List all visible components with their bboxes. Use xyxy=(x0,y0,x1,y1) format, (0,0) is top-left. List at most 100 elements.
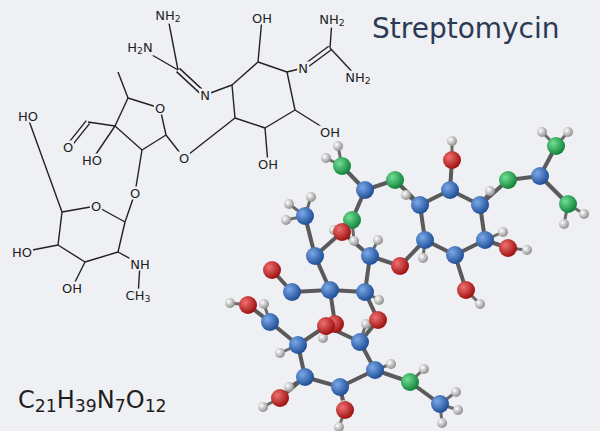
hydrogen-atom xyxy=(498,227,508,237)
carbon-atom xyxy=(283,283,301,301)
carbon-atom xyxy=(296,207,314,225)
oxygen-atom xyxy=(317,317,335,335)
nitrogen-atom xyxy=(333,157,351,175)
bond-line xyxy=(45,165,62,212)
carbon-atom xyxy=(296,368,314,386)
bond-line xyxy=(287,72,295,110)
bond-line xyxy=(258,62,287,72)
molecular-formula: C21H39N7O12 xyxy=(18,386,167,417)
atom-label: O xyxy=(154,102,166,115)
bond-line xyxy=(118,222,125,252)
hydrogen-atom xyxy=(475,299,485,309)
oxygen-atom xyxy=(369,311,387,329)
carbon-atom xyxy=(446,246,464,264)
bond-line xyxy=(232,62,258,85)
hydrogen-atom xyxy=(284,199,294,209)
bond-line xyxy=(258,18,262,62)
hydrogen-atom xyxy=(334,422,344,431)
atom-label: N xyxy=(297,62,309,75)
bond-line xyxy=(115,98,128,126)
oxygen-atom xyxy=(336,401,354,419)
bond-line xyxy=(265,110,295,128)
hydrogen-atom xyxy=(386,359,396,369)
carbon-atom xyxy=(321,281,339,299)
hydrogen-atom xyxy=(559,219,569,229)
nitrogen-atom xyxy=(559,195,577,213)
oxygen-atom xyxy=(263,261,281,279)
carbon-atom xyxy=(289,336,307,354)
atom-label: OH xyxy=(61,282,83,295)
carbon-atom xyxy=(476,231,494,249)
atom-label: HO xyxy=(17,110,39,123)
atom-label: O xyxy=(90,200,102,213)
bond-line xyxy=(232,85,235,118)
atom-label: OH xyxy=(319,126,341,139)
atom-label: NH2 xyxy=(344,71,371,86)
atom-label: H2N xyxy=(126,41,153,56)
title: Streptomycin xyxy=(372,12,560,45)
atom-label: OH xyxy=(257,158,279,171)
hydrogen-atom xyxy=(537,127,547,137)
hydrogen-atom xyxy=(333,141,343,151)
nitrogen-atom xyxy=(401,373,419,391)
atom-label: NH2 xyxy=(154,9,181,24)
atom-label: CH3 xyxy=(125,289,152,304)
hydrogen-atom xyxy=(451,387,461,397)
atom-label: NH xyxy=(129,258,151,271)
hydrogen-atom xyxy=(258,402,268,412)
hydrogen-atom xyxy=(453,405,463,415)
atom-label: O xyxy=(178,152,190,165)
hydrogen-atom xyxy=(419,364,429,374)
hydrogen-atom xyxy=(259,299,269,309)
hydrogen-atom xyxy=(579,209,589,219)
hydrogen-atom xyxy=(563,127,573,137)
hydrogen-atom xyxy=(437,418,447,428)
oxygen-atom xyxy=(443,151,461,169)
atom-label: NH2 xyxy=(318,13,345,28)
carbon-atom xyxy=(531,167,549,185)
hydrogen-atom xyxy=(401,190,411,200)
atom-label: HO xyxy=(81,154,103,167)
bond-line xyxy=(168,18,178,70)
carbon-atom xyxy=(431,395,449,413)
carbon-atom xyxy=(361,247,379,265)
carbon-atom xyxy=(356,283,374,301)
carbon-atom xyxy=(411,196,429,214)
carbon-atom xyxy=(331,378,349,396)
atom-label: OH xyxy=(251,12,273,25)
bond-line xyxy=(88,122,115,126)
hydrogen-atom xyxy=(374,295,384,305)
atom-label: HO xyxy=(11,246,33,259)
carbon-atom xyxy=(261,313,279,331)
nitrogen-atom xyxy=(386,171,404,189)
bond-line xyxy=(58,245,85,262)
bond-line xyxy=(184,118,235,158)
carbon-atom xyxy=(356,181,374,199)
bond-line xyxy=(142,135,166,150)
carbon-atom xyxy=(416,231,434,249)
hydrogen-atom xyxy=(281,215,291,225)
bond-line xyxy=(115,126,142,150)
atom-label: O xyxy=(129,187,141,200)
nitrogen-atom xyxy=(547,137,565,155)
hydrogen-atom xyxy=(306,192,316,202)
oxygen-atom xyxy=(333,223,351,241)
bond-line xyxy=(28,118,45,165)
oxygen-atom xyxy=(271,389,289,407)
oxygen-atom xyxy=(239,296,257,314)
carbon-atom xyxy=(351,333,369,351)
hydrogen-atom xyxy=(485,186,495,196)
oxygen-atom xyxy=(499,239,517,257)
hydrogen-atom xyxy=(447,136,457,146)
carbon-atom xyxy=(471,196,489,214)
bond-line xyxy=(235,118,265,128)
hydrogen-atom xyxy=(418,253,428,263)
bond-line xyxy=(118,72,128,98)
atom-label: O xyxy=(62,141,74,154)
atom-label: N xyxy=(199,89,211,102)
oxygen-atom xyxy=(457,281,475,299)
hydrogen-atom xyxy=(321,153,331,163)
oxygen-atom xyxy=(391,257,409,275)
bond-line xyxy=(58,212,62,245)
bond-line xyxy=(85,252,118,262)
